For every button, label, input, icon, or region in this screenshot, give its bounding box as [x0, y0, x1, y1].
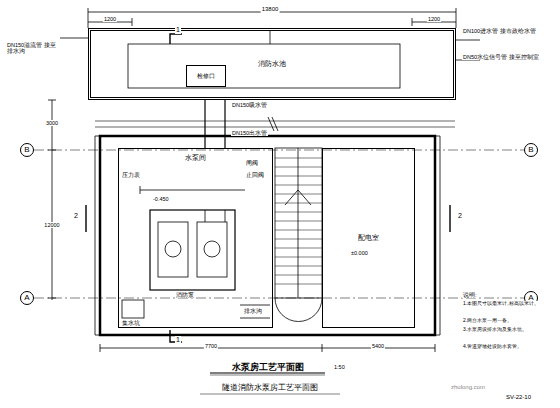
- watermark: zhulong.com: [450, 384, 486, 391]
- power-room: 配电室: [322, 148, 415, 328]
- section-number: 1: [175, 336, 181, 344]
- pipe-note: DN100进水管 接市政给水管: [462, 28, 556, 34]
- room-name: 检修口: [197, 73, 215, 80]
- dimension: 13800: [261, 6, 280, 13]
- access-hatch: 检修口: [186, 65, 226, 87]
- dimension: 12000: [43, 222, 60, 228]
- axis-bubble: B: [524, 143, 538, 157]
- drawing-caption: 隧道消防水泵房工艺平面图: [221, 383, 319, 392]
- section-number: 2: [457, 212, 463, 220]
- suction-pipe: [224, 100, 225, 148]
- dimension: 5400: [371, 343, 385, 349]
- dimension: 7700: [204, 343, 218, 349]
- pipe-note: DN150出水管: [231, 130, 268, 136]
- pipe-note: DN150吸水管: [231, 102, 268, 108]
- note: 1.本图尺寸以毫米计,标高以米计。: [462, 301, 556, 307]
- equipment-note: 止回阀: [245, 172, 265, 178]
- equipment-note: 消防泵: [175, 292, 195, 298]
- axis-label: A: [24, 293, 29, 302]
- suction-pipe: [204, 100, 205, 148]
- pipe-note: DN150溢流管 接至排水沟: [6, 42, 62, 55]
- section-number: 2: [73, 212, 79, 220]
- sheet-number: SV-22-10: [505, 394, 532, 401]
- axis-label: B: [528, 145, 533, 154]
- drawing-title: 水泵房工艺平面图: [231, 362, 305, 372]
- elevation: -0.450: [152, 196, 170, 202]
- elevation: ±0.000: [350, 250, 369, 256]
- note: 3.水泵房设排水沟及集水坑。: [462, 327, 556, 333]
- room-name: 配电室: [358, 234, 379, 242]
- room-name: 消防水池: [258, 60, 286, 68]
- note: 4.管道穿墙处设防水套管。: [462, 344, 556, 350]
- dimension: 3000: [45, 120, 59, 126]
- equipment-note: 集水坑: [121, 320, 141, 326]
- axis-label: B: [24, 145, 29, 154]
- axis-bubble: B: [20, 143, 34, 157]
- dimension: 1200: [427, 16, 441, 22]
- pipe-note: DN50水位信号管 接至控制室: [462, 54, 556, 60]
- axis-bubble: A: [20, 291, 34, 305]
- equipment-note: 排水沟: [243, 308, 263, 314]
- note-heading: 说明:: [462, 292, 478, 298]
- section-number: 1: [175, 26, 181, 34]
- room-name: 水泵间: [185, 154, 206, 162]
- scale: 1:50: [333, 364, 346, 370]
- note: 2.两台水泵一用一备。: [462, 318, 556, 324]
- dimension: 1200: [103, 16, 117, 22]
- equipment-note: 闸阀: [245, 160, 259, 166]
- pool-outline: 消防水池检修口: [88, 28, 456, 100]
- equipment-note: 压力表: [121, 172, 141, 178]
